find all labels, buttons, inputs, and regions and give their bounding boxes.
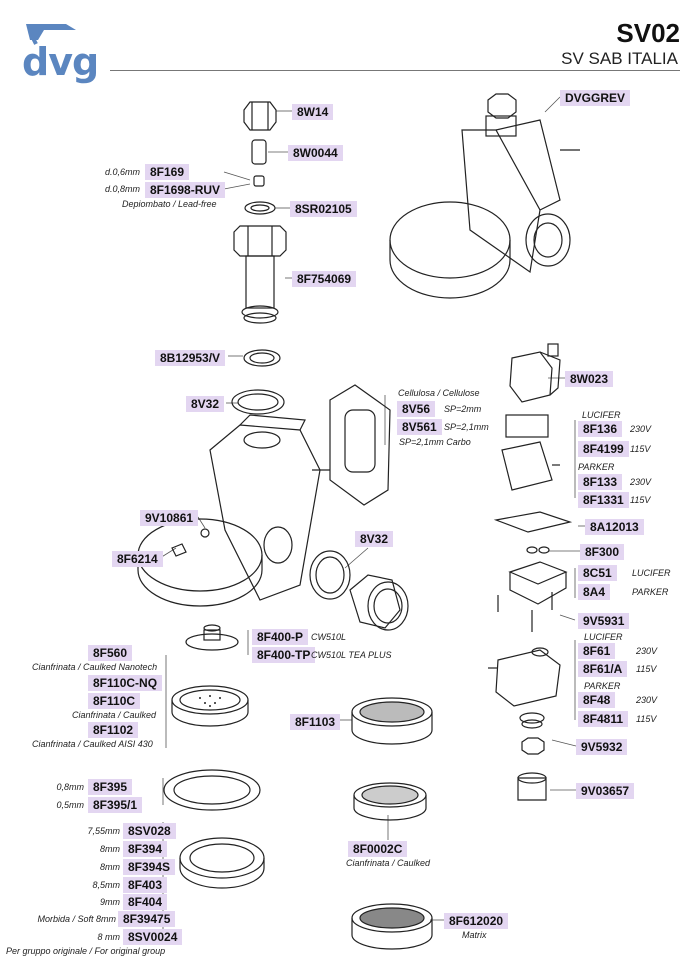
- note-lucifer-1: LUCIFER: [582, 410, 621, 420]
- part-8A12013: 8A12013: [585, 519, 644, 535]
- part-8F404: 8F404: [123, 894, 168, 910]
- part-8W0044: 8W0044: [288, 145, 343, 161]
- part-8F4811: 8F4811: [578, 711, 629, 727]
- logo-text: dvg: [22, 40, 99, 84]
- note-230v-b: 230V: [630, 477, 652, 487]
- note-soft-8mm: Morbida / Soft 8mm: [37, 914, 116, 924]
- header-rule: [110, 70, 680, 71]
- part-8V56: 8V56: [397, 401, 436, 417]
- part-9V03657: 9V03657: [576, 783, 635, 799]
- note-nanotech: Cianfrinata / Caulked Nanotech: [32, 662, 158, 672]
- note-08mm: 0,8mm: [56, 782, 84, 792]
- note-115v-c: 115V: [636, 664, 657, 674]
- part-8F1331: 8F1331: [578, 492, 629, 508]
- note-85mm: 8,5mm: [92, 880, 120, 890]
- part-8F136: 8F136: [578, 421, 623, 437]
- note-cw510l: CW510L: [311, 632, 347, 642]
- part-8F400-TP: 8F400-TP: [252, 647, 316, 663]
- part-8F300: 8F300: [580, 544, 625, 560]
- part-8A4: 8A4: [578, 584, 611, 600]
- note-d08: d.0,8mm: [104, 184, 140, 194]
- part-8F61A: 8F61/A: [578, 661, 628, 677]
- note-aisi430: Cianfrinata / Caulked AISI 430: [32, 739, 153, 749]
- part-8F403: 8F403: [123, 877, 168, 893]
- part-8F0002C: 8F0002C: [348, 841, 408, 857]
- note-9mm: 9mm: [100, 897, 120, 907]
- part-8B12953V: 8B12953/V: [155, 350, 226, 366]
- part-8SV028: 8SV028: [123, 823, 176, 839]
- note-cw510l-tea-plus: CW510L TEA PLUS: [311, 650, 392, 660]
- part-8F4199: 8F4199: [578, 441, 629, 457]
- note-sp2: SP=2mm: [444, 404, 482, 414]
- note-lead-free: Depiombato / Lead-free: [122, 199, 217, 209]
- part-8W023: 8W023: [565, 371, 614, 387]
- part-9V10861: 9V10861: [140, 510, 199, 526]
- part-8F394: 8F394: [123, 841, 168, 857]
- note-755mm: 7,55mm: [87, 826, 120, 836]
- part-8F395-1: 8F395/1: [88, 797, 143, 813]
- note-caulked: Cianfrinata / Caulked: [72, 710, 157, 720]
- part-8F394S: 8F394S: [123, 859, 176, 875]
- model-code: SV02: [616, 18, 680, 48]
- part-8F133: 8F133: [578, 474, 623, 490]
- note-8mm-b: 8mm: [100, 862, 120, 872]
- part-8F395: 8F395: [88, 779, 133, 795]
- note-230v-a: 230V: [630, 424, 652, 434]
- note-lucifer-2: LUCIFER: [632, 568, 671, 578]
- note-sp21: SP=2,1mm: [444, 422, 489, 432]
- note-caulked-2: Cianfrinata / Caulked: [346, 858, 431, 868]
- part-8F110C-NQ: 8F110C-NQ: [88, 675, 163, 691]
- part-8F1102: 8F1102: [88, 722, 139, 738]
- note-sp21-carbo: SP=2,1mm Carbo: [399, 437, 471, 447]
- part-8SR02105: 8SR02105: [290, 201, 357, 217]
- note-115v-b: 115V: [630, 495, 651, 505]
- part-8F754069: 8F754069: [292, 271, 357, 287]
- note-cellulose: Cellulosa / Cellulose: [398, 388, 480, 398]
- part-8F6214: 8F6214: [112, 551, 163, 567]
- note-d06: d.0,6mm: [104, 167, 140, 177]
- part-8F48: 8F48: [578, 692, 616, 708]
- note-230v-c: 230V: [636, 646, 658, 656]
- part-8F560: 8F560: [88, 645, 133, 661]
- part-8F1698-RUV: 8F1698-RUV: [145, 182, 226, 198]
- note-parker-1: PARKER: [578, 462, 615, 472]
- part-8F400-P: 8F400-P: [252, 629, 309, 645]
- note-parker-2: PARKER: [632, 587, 669, 597]
- part-8F39475: 8F39475: [118, 911, 176, 927]
- part-8F169: 8F169: [145, 164, 190, 180]
- part-DVGGREV: DVGGREV: [560, 90, 631, 106]
- note-8mm-c: 8 mm: [97, 932, 121, 942]
- part-8V32-top: 8V32: [186, 396, 225, 412]
- note-matrix: Matrix: [462, 930, 487, 940]
- note-lucifer-3: LUCIFER: [584, 632, 623, 642]
- part-9V5932: 9V5932: [576, 739, 628, 755]
- note-05mm: 0,5mm: [56, 800, 84, 810]
- part-8W14: 8W14: [292, 104, 334, 120]
- brand-name: SV SAB ITALIA: [561, 49, 678, 68]
- part-8C51: 8C51: [578, 565, 617, 581]
- part-8SV0024: 8SV0024: [123, 929, 183, 945]
- note-parker-3: PARKER: [584, 681, 621, 691]
- part-8F110C: 8F110C: [88, 693, 141, 709]
- note-8mm-a: 8mm: [100, 844, 120, 854]
- dvg-logo-mark: [26, 24, 76, 45]
- note-115v-a: 115V: [630, 444, 651, 454]
- part-9V5931: 9V5931: [578, 613, 630, 629]
- part-8F612020: 8F612020: [444, 913, 509, 929]
- note-original-group: Per gruppo originale / For original grou…: [6, 946, 166, 956]
- part-8F1103: 8F1103: [290, 714, 341, 730]
- part-8V561: 8V561: [397, 419, 442, 435]
- part-8V32-right: 8V32: [355, 531, 394, 547]
- note-115v-d: 115V: [636, 714, 657, 724]
- part-8F61: 8F61: [578, 643, 616, 659]
- note-230v-d: 230V: [636, 695, 658, 705]
